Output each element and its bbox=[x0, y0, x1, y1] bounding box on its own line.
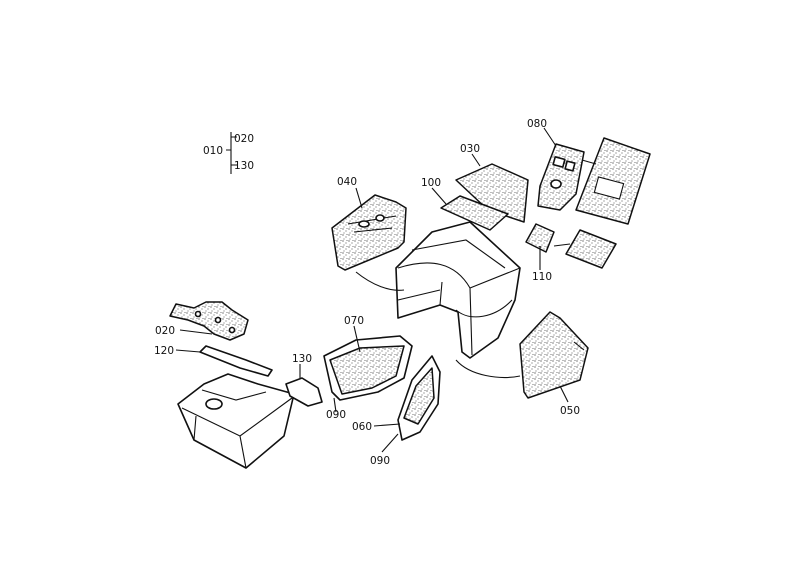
callout-130: 130 bbox=[292, 353, 312, 365]
small-pad-110: 110 bbox=[525, 223, 617, 283]
legend-bracket bbox=[226, 132, 237, 174]
callout-120: 120 bbox=[154, 345, 174, 357]
callout-090-lower: 090 bbox=[370, 455, 390, 467]
front-cover-060: 060 090 bbox=[352, 355, 441, 467]
legend-group: 010 020 130 bbox=[203, 132, 254, 174]
callout-020: 020 bbox=[155, 325, 175, 337]
legend-sub-label-2: 130 bbox=[234, 160, 254, 172]
rear-panel bbox=[575, 137, 651, 225]
main-cowl-housing bbox=[395, 221, 521, 359]
callout-100: 100 bbox=[421, 177, 441, 189]
right-pad-050: 050 bbox=[455, 311, 589, 417]
side-pad-040: 040 bbox=[331, 176, 407, 291]
strip-120: 120 bbox=[154, 345, 273, 377]
floor-mat-020: 020 bbox=[155, 301, 249, 341]
callout-030: 030 bbox=[460, 143, 480, 155]
switch-panel-080: 080 bbox=[527, 118, 585, 211]
bracket-130: 130 bbox=[285, 353, 323, 407]
callout-090-upper: 090 bbox=[326, 409, 346, 421]
inner-panel-100: 100 bbox=[421, 177, 509, 231]
callout-060: 060 bbox=[352, 421, 372, 433]
legend-main-label: 010 bbox=[203, 145, 223, 157]
callout-050: 050 bbox=[560, 405, 580, 417]
callout-040: 040 bbox=[337, 176, 357, 188]
callout-110: 110 bbox=[532, 271, 552, 283]
callout-070: 070 bbox=[344, 315, 364, 327]
tank-body bbox=[177, 373, 295, 469]
callout-080: 080 bbox=[527, 118, 547, 130]
side-cover-070: 070 090 bbox=[323, 315, 413, 421]
legend-sub-label-1: 020 bbox=[234, 133, 254, 145]
